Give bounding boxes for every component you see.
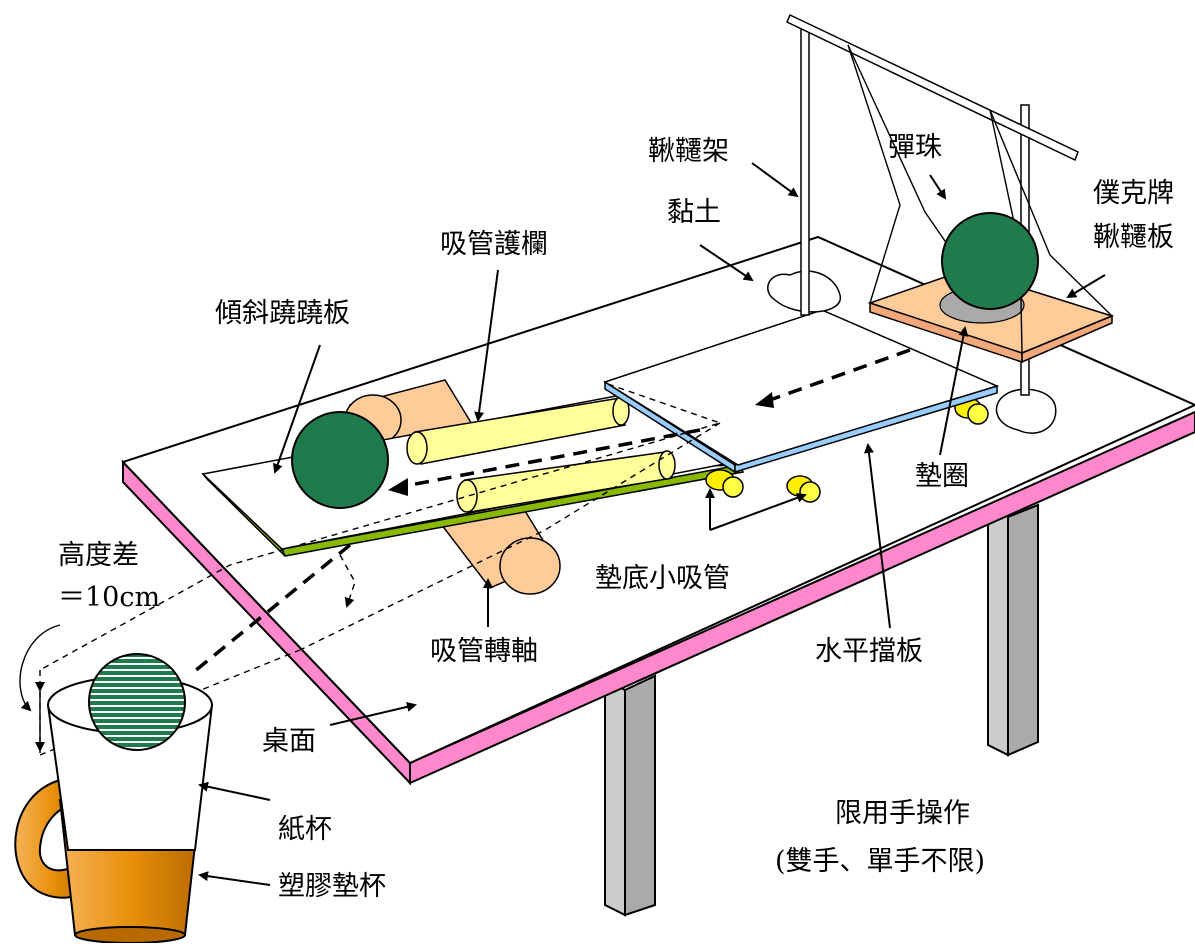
label-swing-frame: 鞦韆架 xyxy=(648,136,729,167)
label-tilted-seesaw: 傾斜蹺蹺板 xyxy=(215,298,350,329)
label-horizontal-board: 水平擋板 xyxy=(815,636,923,667)
label-height-diff-line2: ＝10cm xyxy=(58,582,160,613)
label-base-straw: 墊底小吸管 xyxy=(595,563,730,594)
straw-rails xyxy=(406,396,676,513)
label-washer: 墊圈 xyxy=(915,461,969,492)
label-height-diff-line1: 高度差 xyxy=(58,540,139,571)
table-legs xyxy=(604,503,1039,917)
label-tabletop: 桌面 xyxy=(262,726,316,757)
clay-blob xyxy=(995,388,1057,434)
marble-path xyxy=(188,348,911,677)
label-hands-only-line1: 限用手操作 xyxy=(835,798,970,829)
label-straw-axle: 吸管轉軸 xyxy=(430,636,538,667)
marble-on-swing xyxy=(941,212,1039,310)
label-hands-only-line2: (雙手、單手不限) xyxy=(775,846,985,877)
label-straw-rail: 吸管護欄 xyxy=(440,229,548,260)
label-clay: 黏土 xyxy=(667,197,721,228)
leader-lines xyxy=(19,162,1106,886)
cups xyxy=(14,653,214,944)
label-plastic-cup: 塑膠墊杯 xyxy=(278,871,386,902)
label-marble: 彈珠 xyxy=(888,132,942,163)
label-paper-cup: 紙杯 xyxy=(278,814,332,845)
label-poker-line1: 僕克牌 xyxy=(1093,178,1174,209)
label-poker-line2: 鞦韆板 xyxy=(1093,222,1174,253)
marble-on-seesaw xyxy=(291,411,389,509)
